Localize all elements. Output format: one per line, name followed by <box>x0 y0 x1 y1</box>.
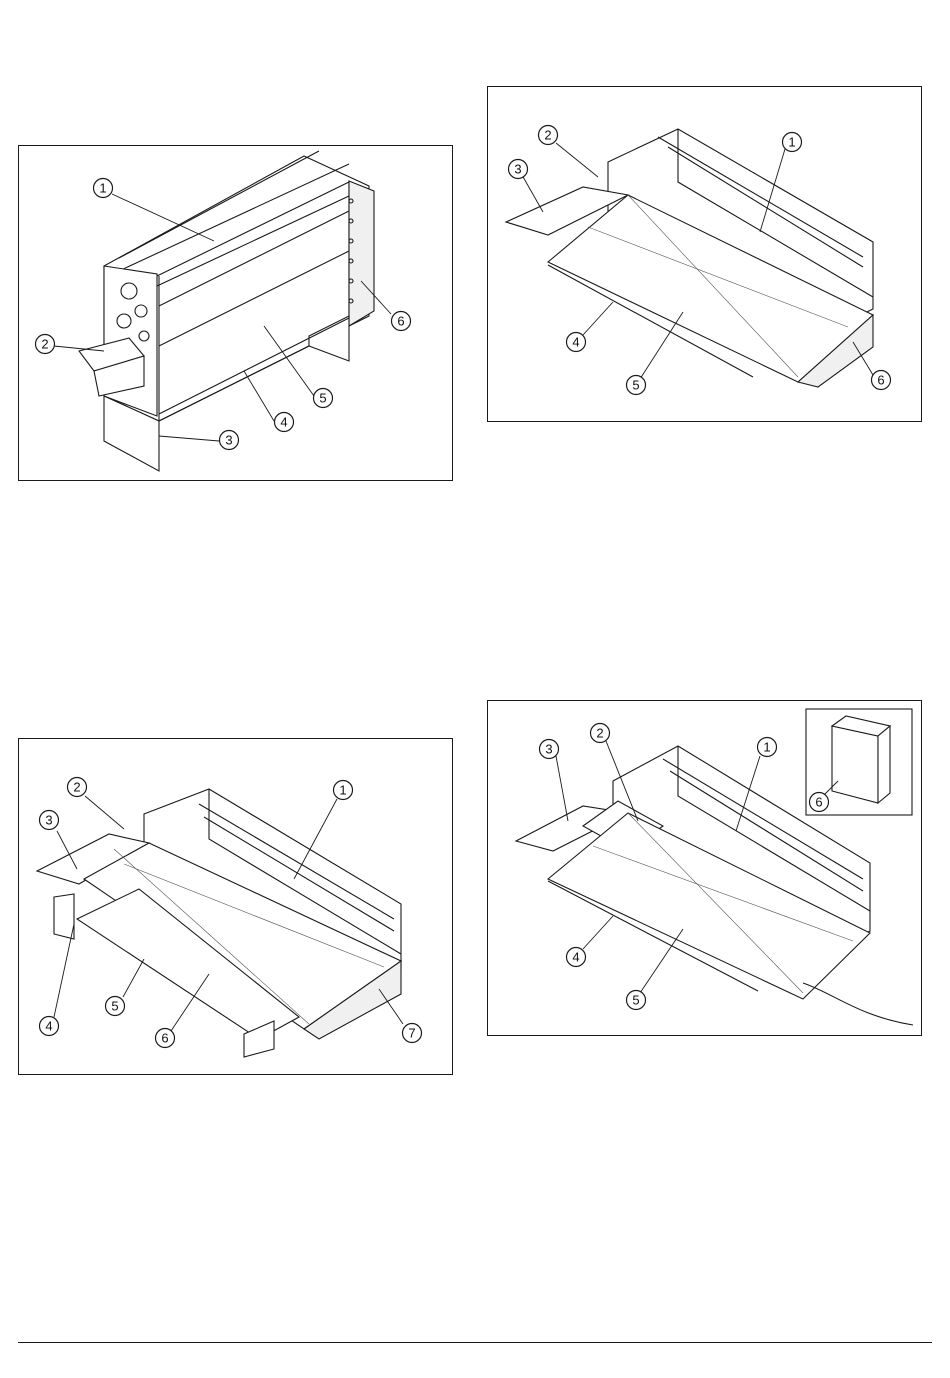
bracket <box>54 894 74 939</box>
callout-7: 7 <box>403 1024 422 1043</box>
svg-text:2: 2 <box>544 128 551 143</box>
svg-text:1: 1 <box>99 181 106 196</box>
svg-text:2: 2 <box>73 780 80 795</box>
callout-2: 2 <box>539 126 558 145</box>
callout-3: 3 <box>540 740 559 759</box>
callout-1: 1 <box>334 781 353 800</box>
callout-5: 5 <box>627 376 646 395</box>
callout-1: 1 <box>783 133 802 152</box>
figure-ceiling-unit-panels: 1 2 3 4 5 6 <box>487 86 922 422</box>
svg-text:6: 6 <box>815 795 822 810</box>
callout-4: 4 <box>567 948 586 967</box>
svg-text:3: 3 <box>514 162 521 177</box>
callout-4: 4 <box>275 413 294 432</box>
ceiling-unit-panels-drawing: 1 2 3 4 5 6 <box>488 87 923 423</box>
callout-5: 5 <box>106 997 125 1016</box>
figure-upright-unit: 1 2 3 4 5 6 <box>18 145 453 481</box>
svg-text:1: 1 <box>339 783 346 798</box>
svg-text:5: 5 <box>111 999 118 1014</box>
callout-2: 2 <box>36 335 55 354</box>
callout-6: 6 <box>872 371 891 390</box>
svg-text:7: 7 <box>408 1026 415 1041</box>
figure-ceiling-unit-box: 1 2 3 4 5 6 <box>487 700 922 1036</box>
callout-1: 1 <box>758 738 777 757</box>
callout-3: 3 <box>40 811 59 830</box>
svg-text:4: 4 <box>280 415 287 430</box>
svg-text:4: 4 <box>45 1019 52 1034</box>
svg-text:2: 2 <box>41 337 48 352</box>
svg-text:4: 4 <box>572 335 579 350</box>
svg-text:2: 2 <box>596 726 603 741</box>
callout-4: 4 <box>40 1017 59 1036</box>
svg-text:3: 3 <box>545 742 552 757</box>
callout-4: 4 <box>567 333 586 352</box>
svg-text:1: 1 <box>763 740 770 755</box>
svg-text:5: 5 <box>319 391 326 406</box>
callout-2: 2 <box>591 724 610 743</box>
footer-rule <box>18 1342 932 1343</box>
ceiling-unit-box-drawing: 1 2 3 4 5 6 <box>488 701 923 1037</box>
svg-text:5: 5 <box>632 993 639 1008</box>
callout-6: 6 <box>392 312 411 331</box>
callout-6: 6 <box>156 1029 175 1048</box>
svg-text:6: 6 <box>877 373 884 388</box>
svg-text:3: 3 <box>225 433 232 448</box>
ceiling-unit-plinth-drawing: 1 2 3 4 5 6 7 <box>19 739 454 1076</box>
callout-3: 3 <box>220 431 239 450</box>
svg-text:1: 1 <box>788 135 795 150</box>
svg-text:5: 5 <box>632 378 639 393</box>
svg-text:3: 3 <box>45 813 52 828</box>
callout-5: 5 <box>314 389 333 408</box>
figure-ceiling-unit-plinth: 1 2 3 4 5 6 7 <box>18 738 453 1075</box>
cable <box>803 983 913 1025</box>
callout-5: 5 <box>627 991 646 1010</box>
svg-text:6: 6 <box>161 1031 168 1046</box>
external-box <box>832 726 878 803</box>
callout-2: 2 <box>68 778 87 797</box>
callout-1: 1 <box>94 179 113 198</box>
callout-6: 6 <box>810 793 829 812</box>
svg-text:6: 6 <box>397 314 404 329</box>
svg-text:4: 4 <box>572 950 579 965</box>
upright-unit-drawing: 1 2 3 4 5 6 <box>19 146 454 482</box>
callout-3: 3 <box>509 160 528 179</box>
